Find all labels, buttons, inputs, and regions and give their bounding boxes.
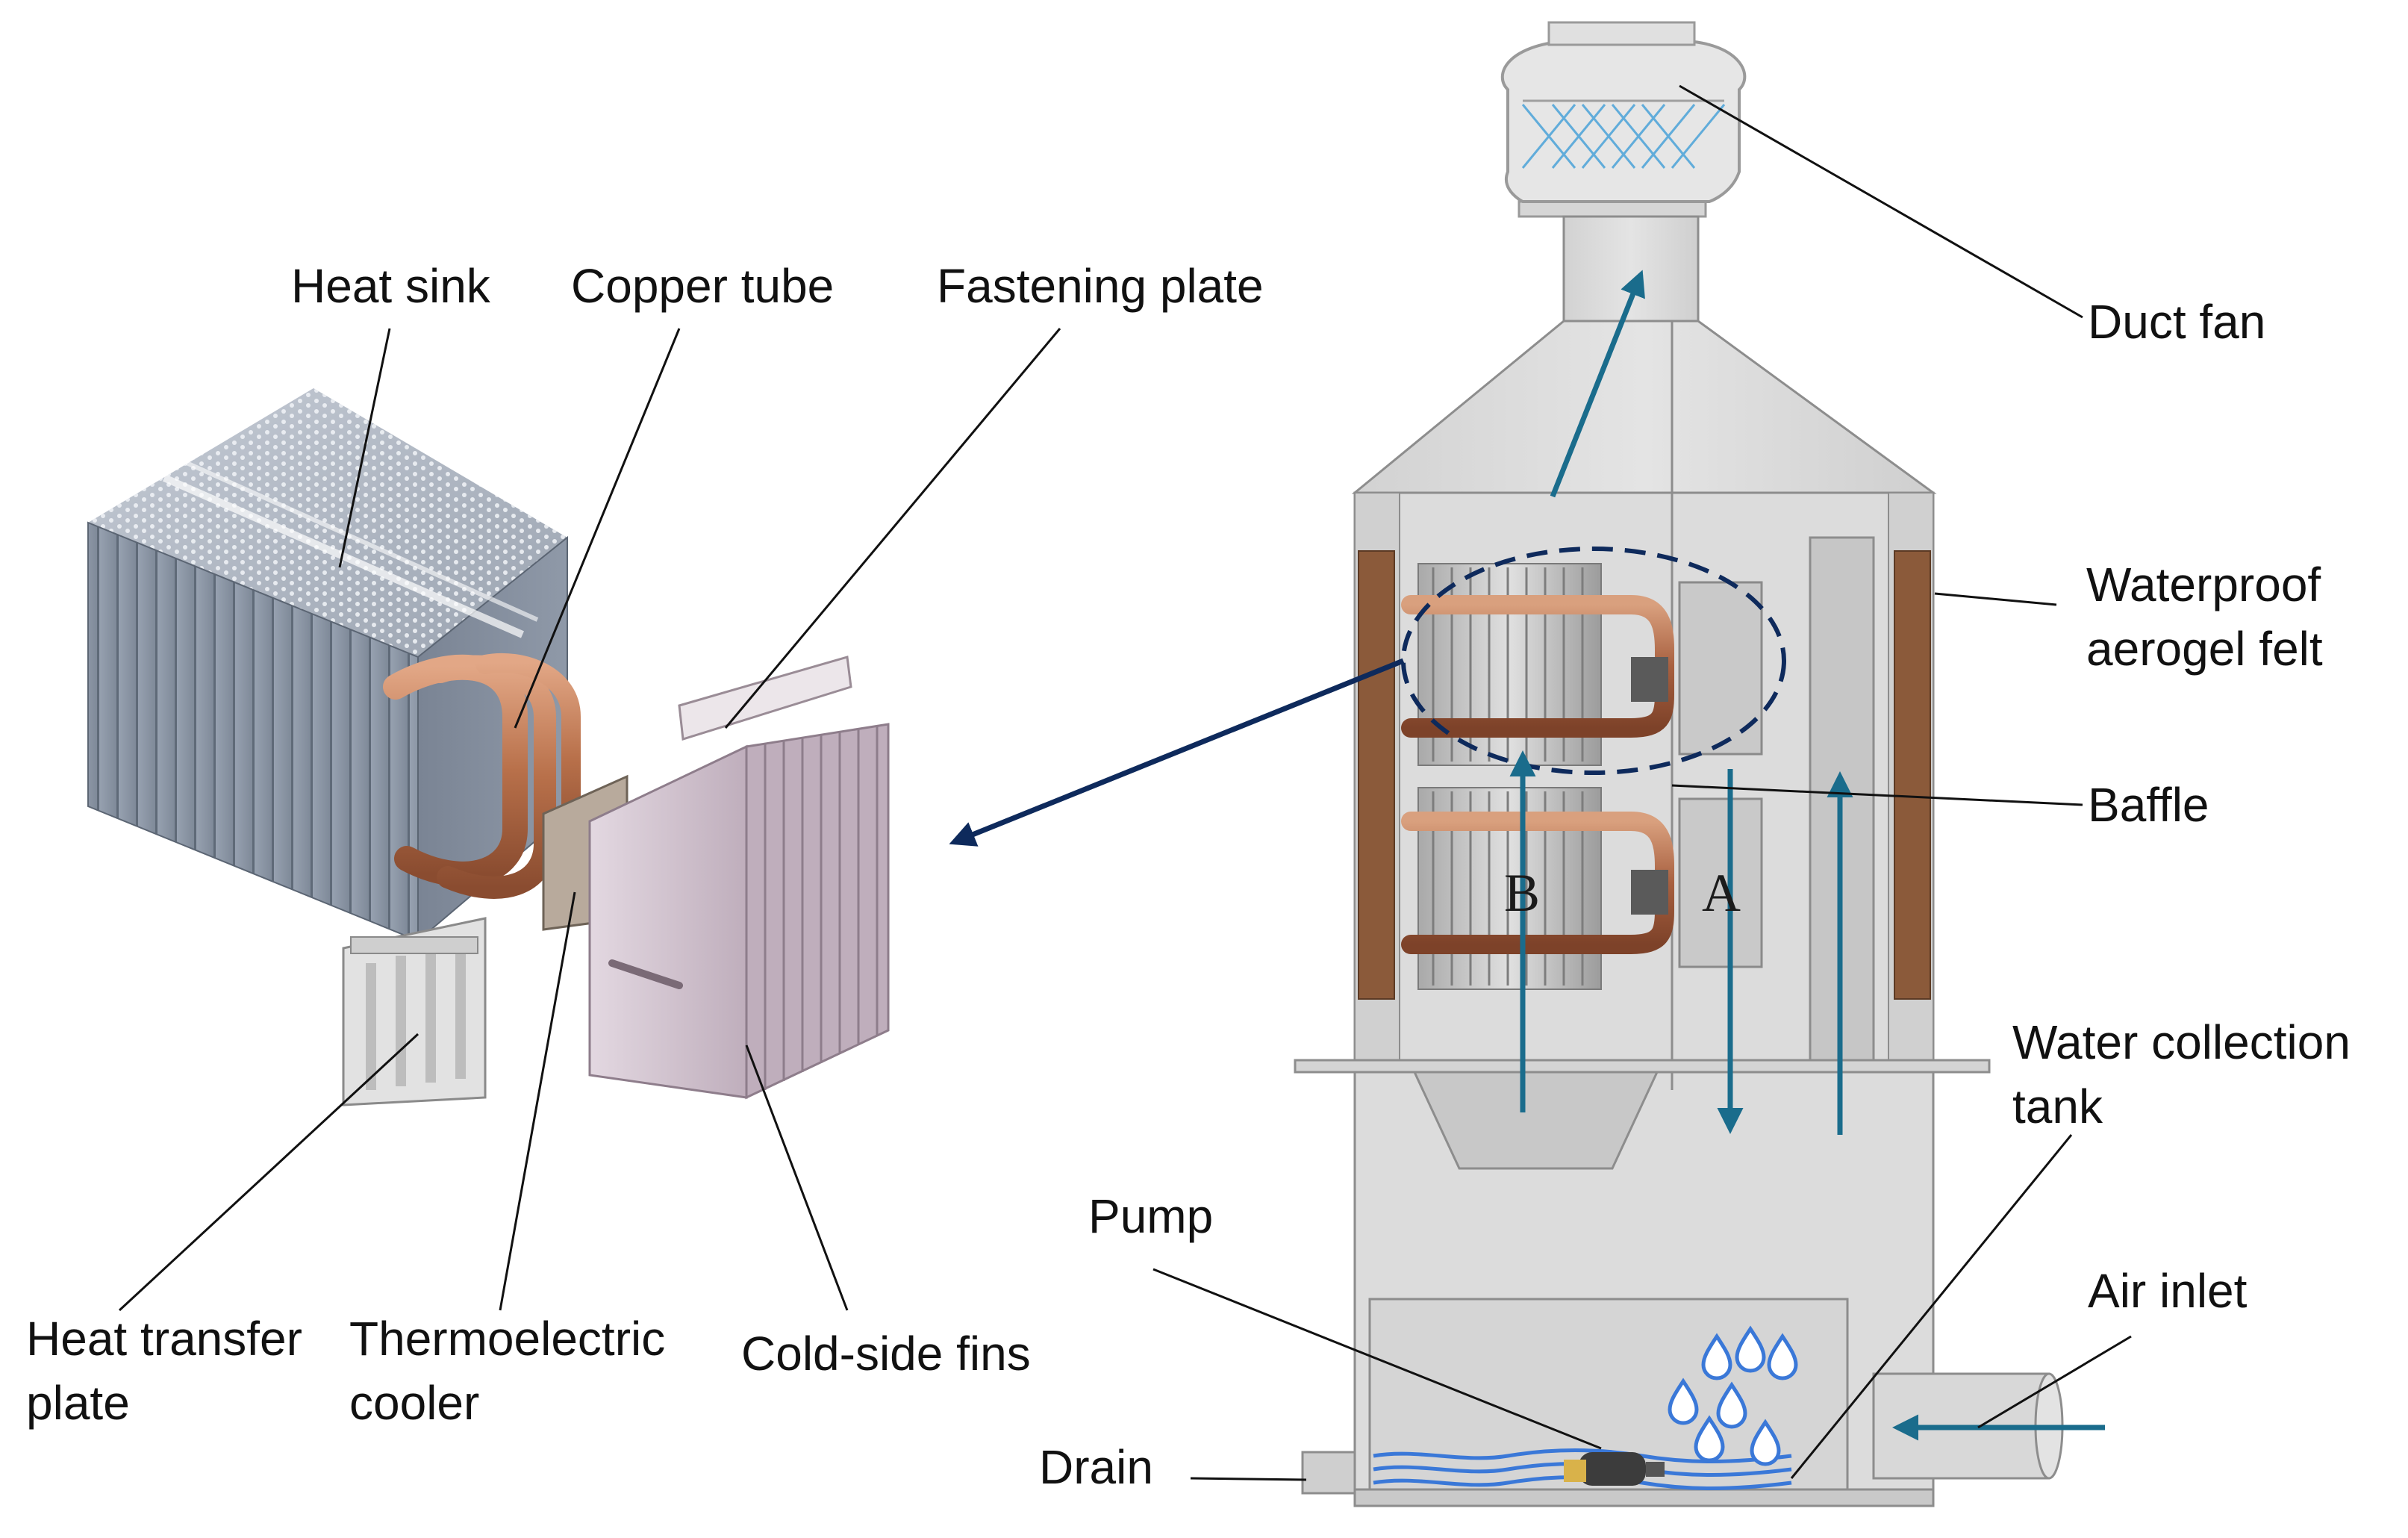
heat-sink [87,388,568,943]
heat-transfer-plate [342,917,487,1106]
flow-arrows [1509,270,2105,1441]
label-cold-side-fins: Cold-side fins [741,1327,1031,1380]
channel-letter-b: B [1504,863,1541,923]
duct-fan [1500,21,1747,218]
zoom-outline [1401,547,1786,775]
label-pump: Pump [1088,1189,1214,1243]
label-water-collection-tank: Water collection tank [2012,1015,2351,1133]
leader-lines-right [1152,84,2132,1481]
drain-pipe [1301,1451,1356,1495]
copper-tube [383,653,581,899]
label-fastening-plate: Fastening plate [937,259,1264,313]
leader-lines-left [118,328,1061,1312]
zoom-arrow [949,658,1405,847]
label-duct-fan: Duct fan [2088,295,2266,349]
label-drain: Drain [1039,1440,1153,1494]
label-air-inlet: Air inlet [2088,1264,2248,1318]
label-heat-transfer-plate: Heat transfer plate [26,1312,302,1430]
label-copper-tube: Copper tube [571,259,835,313]
label-thermoelectric-cooler: Thermoelectric cooler [349,1312,666,1430]
label-heat-sink: Heat sink [291,259,490,313]
channel-letter-a: A [1702,863,1741,923]
fastening-plate [678,656,852,741]
flow-arrow-exhaust [1550,270,1645,498]
water-droplets [1668,1325,1798,1466]
inner-copper-tubes [1401,595,1674,954]
label-baffle: Baffle [2088,778,2209,832]
dehumidifier-housing [1294,21,2064,1507]
pump [1564,1452,1665,1486]
label-waterproof-aerogel-felt: Waterproof aerogel felt [2086,558,2323,676]
cold-side-fins [588,723,890,1100]
aerogel-felt-left [1358,550,1395,1000]
aerogel-felt-right [1894,550,1931,1000]
